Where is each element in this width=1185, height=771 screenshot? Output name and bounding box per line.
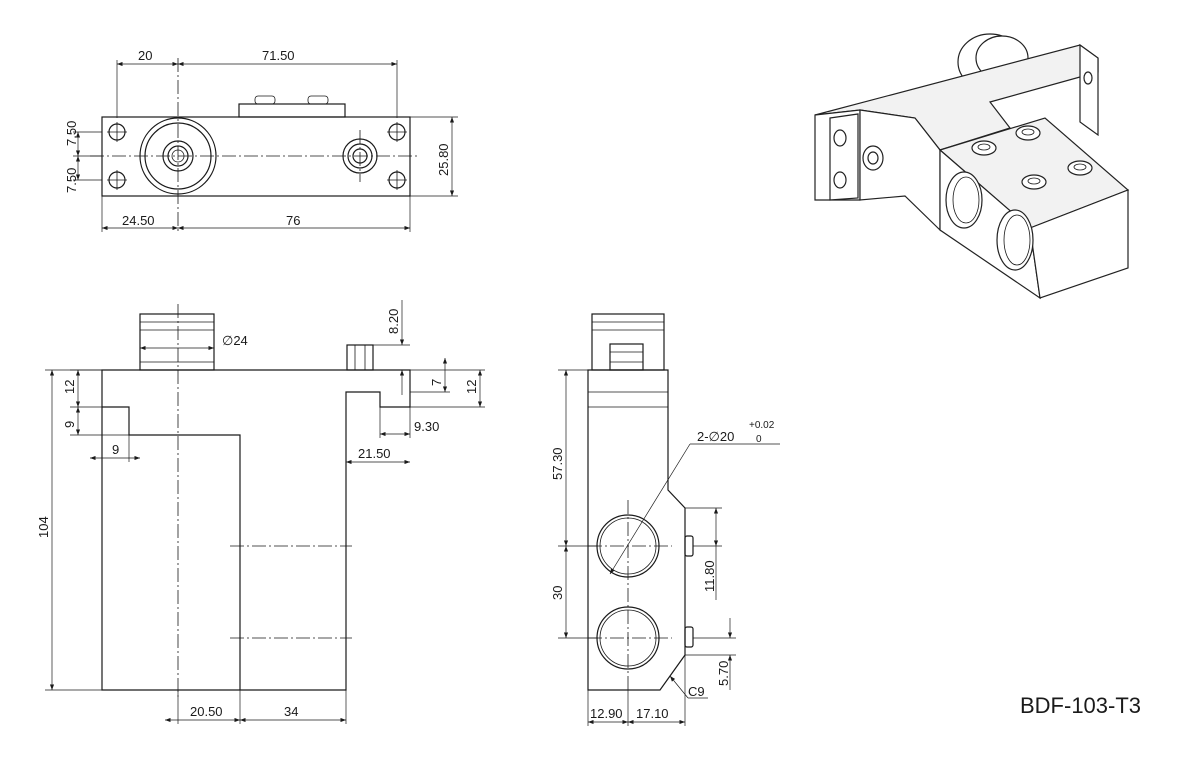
chamfer-c9: C9 bbox=[688, 684, 705, 699]
dim-7-50-bottom: 7.50 bbox=[64, 168, 79, 193]
dim-11-80: 11.80 bbox=[702, 560, 717, 592]
side-view-pin-upper bbox=[684, 535, 694, 557]
dim-12-90: 12.90 bbox=[590, 706, 623, 721]
top-view-bolt-head-right bbox=[307, 95, 329, 105]
side-view: 57.30 30 2-∅20 +0.02 0 11.80 5.70 C9 bbox=[550, 313, 780, 726]
top-view-bolt-head-left bbox=[254, 95, 276, 105]
dim-5-70: 5.70 bbox=[716, 661, 731, 686]
tolerance-lower: 0 bbox=[756, 434, 762, 445]
side-view-pin-lower bbox=[684, 626, 694, 648]
dim-9-horizontal: 9 bbox=[112, 442, 119, 457]
isometric-view bbox=[814, 33, 1130, 300]
dim-7-50-top: 7.50 bbox=[64, 121, 79, 146]
dim-20-50: 20.50 bbox=[190, 704, 223, 719]
iso-flange bbox=[829, 113, 859, 201]
dim-104: 104 bbox=[36, 516, 51, 538]
front-view: ∅24 8.20 12 9 9 7 12 9.30 bbox=[36, 300, 485, 724]
front-view-bolt bbox=[346, 344, 374, 371]
iso-end-tab bbox=[1079, 43, 1099, 137]
front-view-stud bbox=[139, 313, 215, 371]
dim-8-20: 8.20 bbox=[386, 309, 401, 334]
dim-diameter-24: ∅24 bbox=[222, 333, 248, 348]
tolerance-upper: +0.02 bbox=[749, 420, 775, 431]
dim-30: 30 bbox=[550, 586, 565, 600]
front-view-outline bbox=[101, 369, 411, 691]
dim-9-30: 9.30 bbox=[414, 419, 439, 434]
part-number: BDF-103-T3 bbox=[1020, 693, 1141, 718]
iso-bolt-heads bbox=[971, 125, 1093, 190]
dim-7: 7 bbox=[429, 379, 444, 386]
dim-17-10: 17.10 bbox=[636, 706, 669, 721]
iso-block-front bbox=[1029, 189, 1129, 299]
front-view-step-left bbox=[102, 406, 241, 690]
top-view-raised-pad bbox=[238, 103, 346, 118]
dim-76: 76 bbox=[286, 213, 300, 228]
dim-12-left: 12 bbox=[62, 380, 77, 394]
side-view-outline bbox=[587, 369, 686, 691]
top-view-body bbox=[101, 116, 411, 197]
top-view: 20 71.50 7.50 7.50 25.80 24.50 76 bbox=[64, 48, 458, 232]
dim-24-50: 24.50 bbox=[122, 213, 155, 228]
dim-9-vertical: 9 bbox=[62, 421, 77, 428]
side-view-hex-bolt bbox=[609, 343, 644, 371]
dim-71-50: 71.50 bbox=[262, 48, 295, 63]
dim-21-50: 21.50 bbox=[358, 446, 391, 461]
dim-12-right: 12 bbox=[464, 380, 479, 394]
hole-callout: 2-∅20 bbox=[697, 429, 734, 444]
iso-hole-1 bbox=[945, 171, 983, 229]
dim-20: 20 bbox=[138, 48, 152, 63]
dim-25-80: 25.80 bbox=[436, 143, 451, 176]
top-view-mounting-holes bbox=[107, 122, 407, 190]
dim-57-30: 57.30 bbox=[550, 447, 565, 480]
dim-34: 34 bbox=[284, 704, 298, 719]
iso-hole-2 bbox=[996, 209, 1034, 271]
